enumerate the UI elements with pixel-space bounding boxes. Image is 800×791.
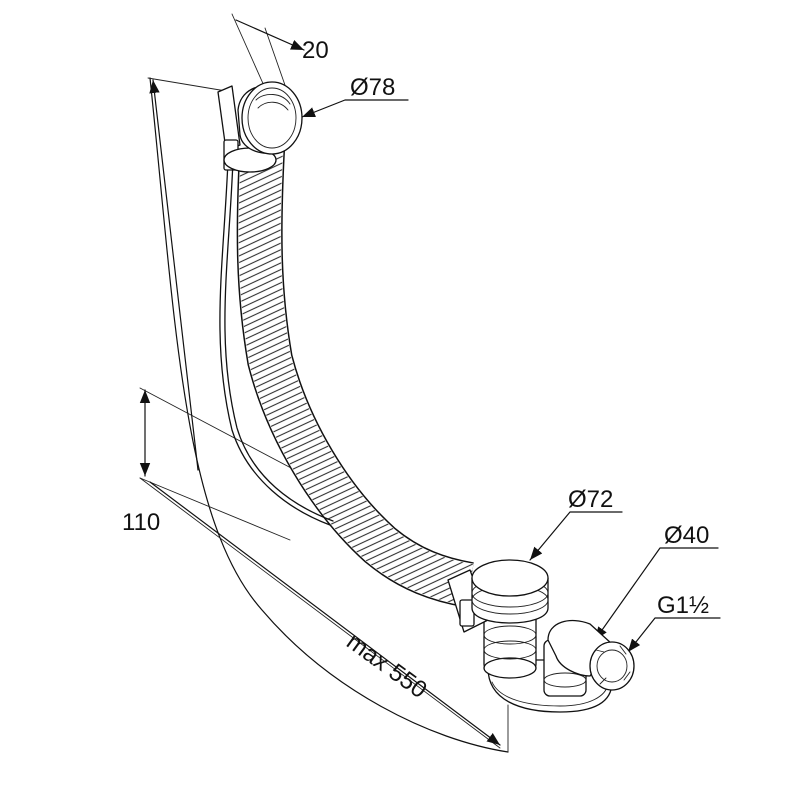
main-vertical-arrow [149,79,199,471]
label-overflow-diameter: Ø78 [350,74,395,101]
label-pipe-diameter: Ø40 [664,522,709,549]
label-height: 110 [122,509,160,536]
label-length: max 550 [341,628,431,704]
drain-cap [471,559,549,597]
label-drain-diameter: Ø72 [568,486,613,513]
offset-arrow [235,19,305,51]
label-overflow-offset: 20 [302,37,329,64]
leader-lines [301,99,721,653]
control-cable [219,159,334,526]
label-thread: G1½ [657,592,709,619]
dimension-lines [139,13,509,753]
dimension-labels: 20 Ø78 110 max 550 Ø72 Ø40 G1½ [122,37,709,704]
outlet-nut [589,641,635,691]
corrugated-hose [236,148,475,608]
drain-assembly [447,559,635,713]
overflow-cap [241,81,303,155]
overflow-assembly [217,81,303,173]
dimension-arrows [139,19,501,746]
length-arrow [149,481,501,746]
